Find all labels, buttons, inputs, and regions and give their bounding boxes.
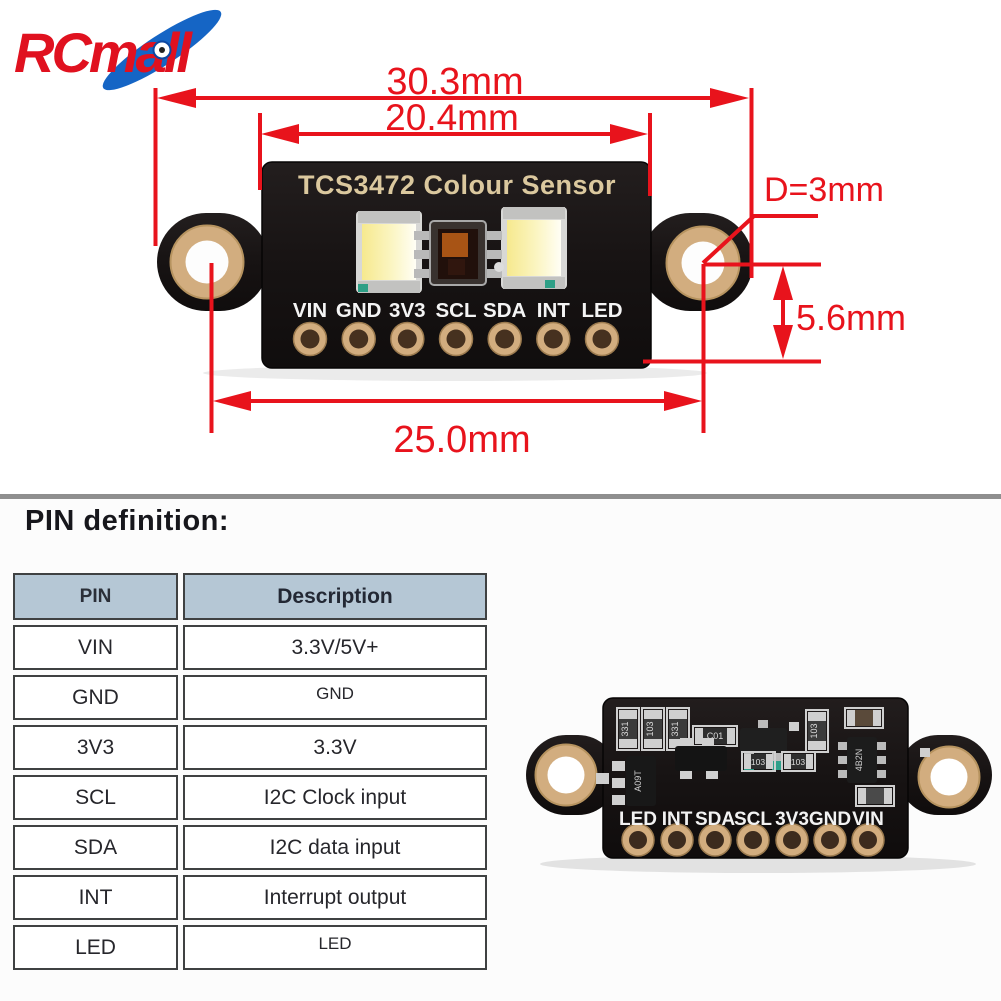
pin-name: SDA [13,825,178,870]
board-back-photo: 331 103 331 C01 [526,697,992,873]
smd-label: 103 [645,721,655,736]
front-pin-labels: VIN GND 3V3 SCL SDA INT LED [293,299,623,322]
table-row: INT Interrupt output [13,875,487,920]
dimension-diagram: TCS3472 Colour Sensor [153,61,906,461]
dim-hole-offset: 5.6mm [796,297,906,338]
back-pin-label: SCL [734,809,772,830]
propeller-hub-icon [152,40,172,60]
colour-sensor-chip [414,220,504,286]
back-pin-labels: LED INT SDA SCL 3V3 GND VIN [619,809,884,830]
smd-label: 331 [620,721,630,736]
smd-label: A09T [633,770,643,792]
dimension-labels: 30.3mm 20.4mm D=3mm 5.6mm 25.0mm [385,61,906,461]
front-pin-label: 3V3 [389,299,425,322]
front-pin-label: GND [336,299,382,322]
front-pin-label: LED [582,299,623,322]
dimension-lines [153,88,821,433]
back-pin-label: LED [619,809,657,830]
table-row: VIN 3.3V/5V+ [13,625,487,670]
dim-hole-diameter: D=3mm [764,171,884,209]
brand-logo: RCmall [14,9,222,91]
white-led-right [501,207,567,289]
back-pin-label: SDA [695,809,735,830]
smd-label: 331 [670,721,680,736]
pin-name: INT [13,875,178,920]
table-row: LED LED [13,925,487,970]
pin-name: LED [13,925,178,970]
front-pin-holes [292,321,620,357]
white-led-left [356,211,422,293]
mounting-hole-right-back [917,745,981,809]
mounting-hole-left [169,224,245,300]
front-pin-label: SCL [436,299,477,322]
pin-table-header-desc: Description [183,573,487,620]
pin-description: LED [183,925,487,970]
back-pin-label: VIN [852,809,884,830]
pin-description: I2C Clock input [183,775,487,820]
pin-description: 3.3V [183,725,487,770]
smd-label: 103 [809,723,819,738]
smd-components: 331 103 331 C01 [596,707,930,807]
front-pin-label: SDA [483,299,526,322]
board-front-photo: TCS3472 Colour Sensor [157,161,753,381]
mounting-hole-left-back [534,743,598,807]
pin-definition-heading: PIN definition: [25,505,230,537]
pin-name: VIN [13,625,178,670]
table-row: GND GND [13,675,487,720]
pin-description: GND [183,675,487,720]
smd-label: C01 [707,731,724,741]
pin-table-header-pin: PIN [13,573,178,620]
section-divider [0,494,1001,499]
front-pin-label: VIN [293,299,327,322]
smd-label: 103 [751,757,765,767]
pin-name: SCL [13,775,178,820]
dim-hole-spacing: 25.0mm [393,419,530,461]
pin-table-header-row: PIN Description [13,573,487,620]
table-row: SCL I2C Clock input [13,775,487,820]
table-row: 3V3 3.3V [13,725,487,770]
dim-overall-width: 30.3mm [386,61,523,103]
pin-description: 3.3V/5V+ [183,625,487,670]
table-row: SDA I2C data input [13,825,487,870]
smd-label: 4B2N [854,749,864,772]
pin-name: GND [13,675,178,720]
pin-table: PIN Description VIN 3.3V/5V+ GND GND 3V3… [13,573,487,975]
back-pin-label: INT [662,809,693,830]
pin-name: 3V3 [13,725,178,770]
back-pin-label: GND [809,809,851,830]
pin-description: I2C data input [183,825,487,870]
back-pin-label: 3V3 [775,809,809,830]
pin-description: Interrupt output [183,875,487,920]
back-pin-holes [621,823,885,857]
dim-body-width: 20.4mm [385,97,519,138]
board-title: TCS3472 Colour Sensor [298,170,616,200]
front-pin-label: INT [537,299,571,322]
smd-label: 103 [791,757,805,767]
